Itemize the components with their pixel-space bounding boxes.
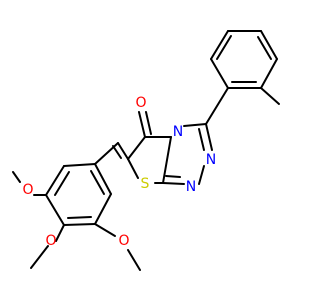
bond-triazole-5	[162, 136, 172, 184]
bond-triazole-2-inner	[198, 128, 205, 151]
bond-ome-right	[94, 223, 116, 237]
molecule-structure-diagram: O N N N S O O O	[12, 30, 280, 271]
bond-tolyl-1	[210, 58, 229, 89]
atom-carbonyl-o: O	[135, 95, 146, 111]
bond-triazole-3	[198, 165, 205, 185]
bond-ring-4-inner	[67, 216, 92, 219]
bond-ring-6	[94, 163, 112, 195]
bond-aryl-triazole	[205, 87, 229, 125]
bond-methyl	[260, 87, 280, 105]
bond-ring-6-inner	[90, 170, 105, 195]
bond-exo-double-inner	[112, 145, 122, 159]
atom-methoxy-o-left: O	[22, 182, 33, 198]
bond-thiazole-3	[127, 158, 139, 179]
bond-vinyl-aryl	[94, 142, 119, 165]
bond-ring-4	[63, 223, 96, 226]
bond-tolyl-2	[210, 30, 229, 60]
bond-carbonyl	[138, 111, 146, 138]
atom-sulfur: S	[141, 176, 150, 192]
bond-tolyl-4-inner	[257, 36, 272, 60]
bond-triazole-4	[162, 182, 185, 185]
bond-ome-right-me	[127, 249, 141, 271]
bond-lines	[12, 30, 280, 271]
molecule-svg: O N N N S O O O	[12, 30, 280, 271]
bond-ome-mid-me	[30, 245, 49, 269]
bond-ome-mid	[55, 224, 65, 242]
bond-triazole-2	[205, 123, 213, 151]
bond-exo-double	[117, 142, 129, 160]
bond-ring-2	[45, 165, 65, 196]
atom-methoxy-o-right: O	[118, 233, 129, 249]
bond-ring-2-inner	[54, 171, 70, 196]
bond-triazole-1	[183, 123, 207, 127]
bond-tolyl-2-inner	[216, 35, 232, 60]
bond-tolyl-5	[260, 58, 278, 89]
bond-ring-3	[45, 194, 65, 226]
atom-triazole-n2: N	[186, 179, 196, 195]
atom-ring-n: N	[173, 124, 183, 140]
bond-tolyl-4	[260, 30, 278, 60]
atom-triazole-n1: N	[206, 152, 216, 168]
atom-labels: O N N N S O O O	[22, 95, 216, 249]
bond-ring-1	[63, 163, 96, 167]
bond-ring-5	[94, 193, 112, 225]
bond-ome-left-me	[12, 171, 21, 183]
atom-methoxy-o-mid: O	[45, 233, 56, 249]
bond-thiazole-2	[127, 136, 146, 160]
bond-carbonyl-double	[145, 111, 152, 135]
bond-triazole-4-inner	[165, 175, 181, 178]
